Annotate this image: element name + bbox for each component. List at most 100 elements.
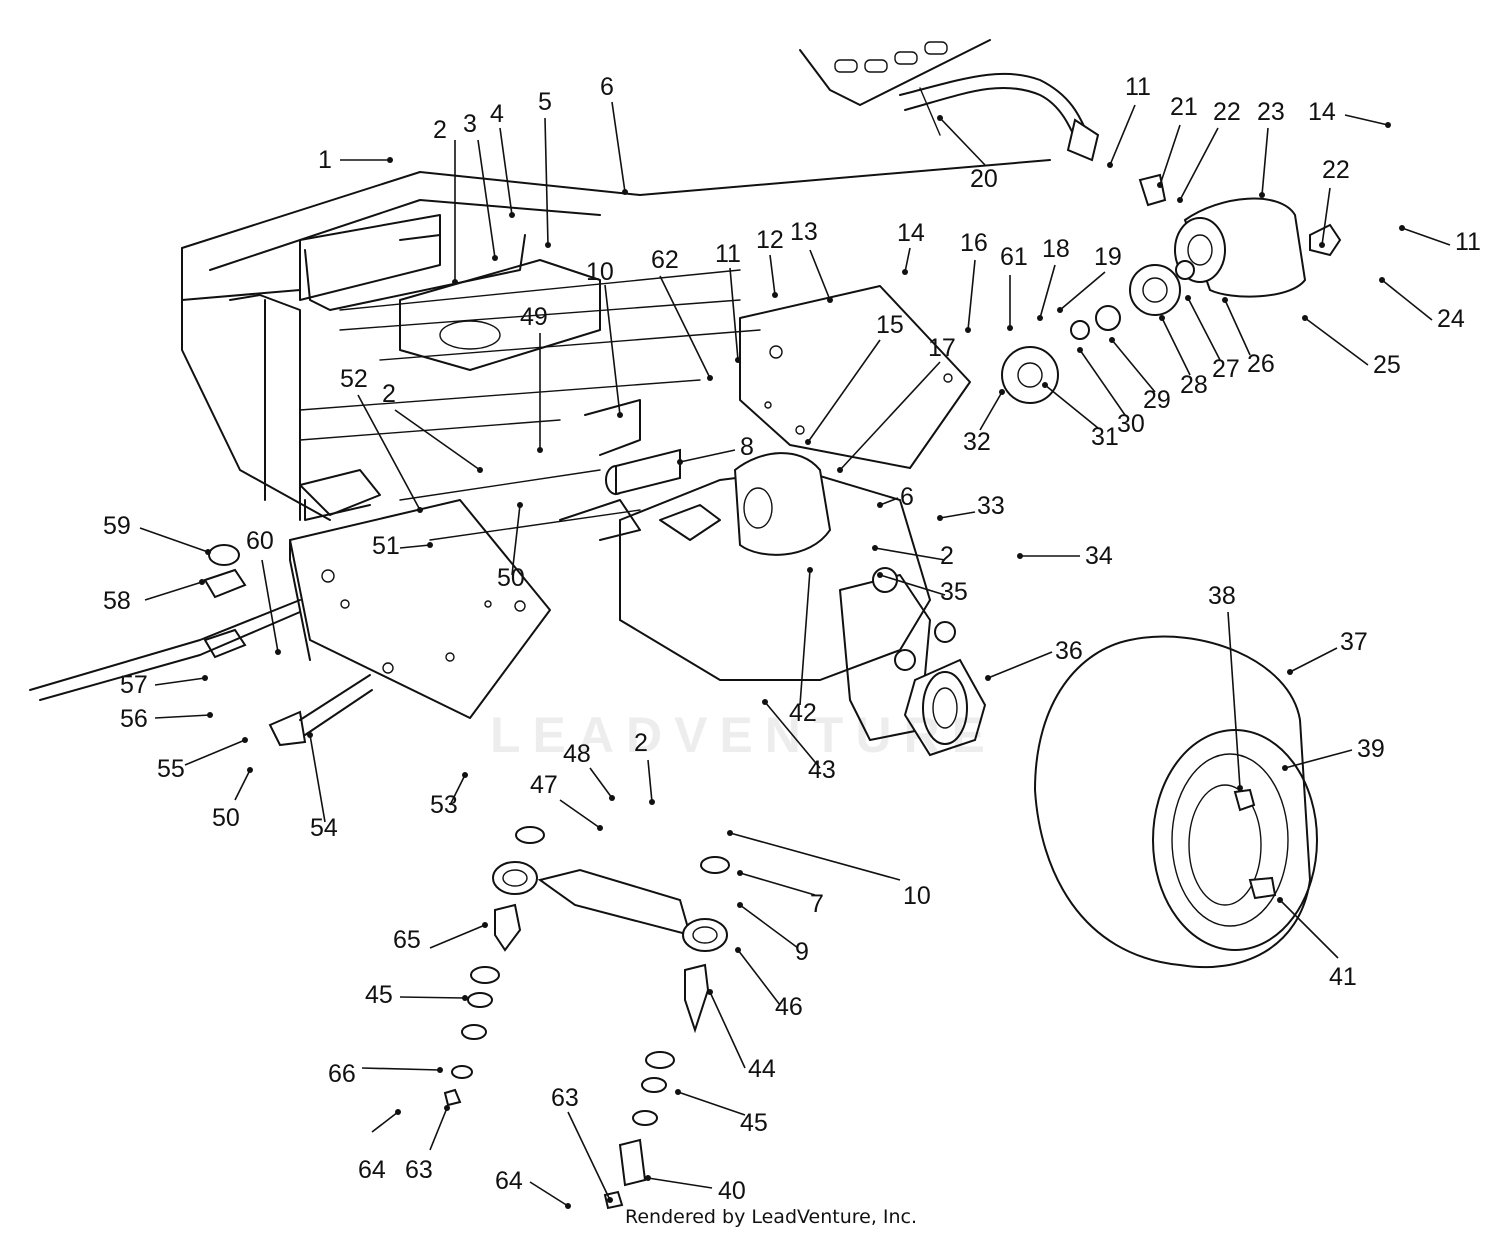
leader-line <box>1344 114 1389 126</box>
leader-line <box>589 767 613 799</box>
leader-line <box>1227 611 1241 789</box>
callout-label: 26 <box>1247 350 1275 378</box>
leader-line <box>477 139 496 259</box>
leader-line <box>879 574 946 596</box>
right-mount-plate <box>739 285 971 469</box>
leader-line <box>904 247 911 273</box>
leader-dot <box>1237 785 1243 791</box>
callout-label: 40 <box>718 1177 746 1205</box>
callout-label: 39 <box>1357 735 1385 763</box>
leader-dot <box>735 357 741 363</box>
callout-label: 14 <box>1308 98 1336 126</box>
callout-label: 25 <box>1373 351 1401 379</box>
leader-line <box>371 1111 399 1133</box>
callout-label: 57 <box>120 671 148 699</box>
leader-dot <box>1259 192 1265 198</box>
callout-label: 1 <box>318 146 332 174</box>
leader-dot <box>1177 197 1183 203</box>
leader-dot <box>999 389 1005 395</box>
leader-line <box>809 249 831 301</box>
callout-label: 50 <box>497 564 525 592</box>
leader-line <box>511 504 521 576</box>
leader-line <box>939 117 986 166</box>
callout-label: 10 <box>903 882 931 910</box>
callout-label: 11 <box>1455 228 1481 256</box>
leader-dot <box>622 189 628 195</box>
callout-label: 51 <box>372 532 400 560</box>
watermark: LEADVENTURE <box>490 707 998 763</box>
callout-label: 12 <box>756 226 784 254</box>
callout-label: 14 <box>897 219 925 247</box>
leader-line <box>839 361 941 471</box>
leader-dot <box>707 989 713 995</box>
callout-label: 29 <box>1143 386 1171 414</box>
callout-label: 9 <box>795 938 809 966</box>
leader-dot <box>877 572 883 578</box>
leader-dot <box>1302 315 1308 321</box>
leader-lines <box>139 101 1451 1209</box>
leader-line <box>679 449 736 463</box>
leader-line <box>309 734 326 823</box>
leader-line <box>939 511 976 519</box>
leader-dot <box>597 825 603 831</box>
callout-label: 11 <box>1125 73 1151 101</box>
leader-dot <box>387 157 393 163</box>
leader-line <box>234 769 251 801</box>
callout-label: 2 <box>382 380 396 408</box>
callout-label: 27 <box>1212 355 1240 383</box>
callout-label: 10 <box>586 258 614 286</box>
leader-dot <box>805 439 811 445</box>
leader-line <box>394 409 481 471</box>
leader-dot <box>509 212 515 218</box>
transaxle-housing <box>559 399 987 757</box>
callout-label: 64 <box>358 1156 386 1184</box>
leader-dot <box>307 732 313 738</box>
callout-label: 2 <box>634 729 648 757</box>
leader-dot <box>617 412 623 418</box>
leader-dot <box>482 922 488 928</box>
leader-line <box>1224 299 1251 356</box>
callout-label: 44 <box>748 1055 776 1083</box>
callout-label: 64 <box>495 1167 523 1195</box>
callout-label: 58 <box>103 587 131 615</box>
callout-label: 24 <box>1437 305 1465 333</box>
callout-label: 4 <box>490 100 504 128</box>
callout-label: 48 <box>563 740 591 768</box>
leader-dot <box>937 515 943 521</box>
leader-dot <box>675 1089 681 1095</box>
leader-dot <box>965 327 971 333</box>
callout-label: 53 <box>430 791 458 819</box>
callout-label: 18 <box>1042 235 1070 263</box>
leader-dot <box>452 279 458 285</box>
leader-dot <box>199 579 205 585</box>
callout-label: 45 <box>740 1109 768 1137</box>
callout-label: 35 <box>940 578 968 606</box>
frame-rails <box>181 159 1051 541</box>
leader-dot <box>1107 162 1113 168</box>
leader-line <box>1289 647 1338 673</box>
callout-label: 22 <box>1213 98 1241 126</box>
leader-dot <box>607 1197 613 1203</box>
leader-line <box>1044 384 1099 429</box>
leader-line <box>729 832 901 881</box>
leader-line <box>874 547 946 561</box>
leader-line <box>677 1091 746 1116</box>
callout-label: 11 <box>715 240 741 268</box>
leader-line <box>139 527 209 553</box>
callout-labels: 1 2 3 4 5 6 20 11 21 22 23 14 22 11 24 2… <box>103 73 1481 1205</box>
hydraulic-motor <box>1001 173 1342 404</box>
leader-dot <box>872 545 878 551</box>
leader-line <box>1381 279 1433 321</box>
leader-line <box>1279 899 1339 959</box>
leader-dot <box>537 447 543 453</box>
leader-dot <box>1037 315 1043 321</box>
leader-dot <box>207 712 213 718</box>
callout-label: 21 <box>1170 93 1198 121</box>
leader-line <box>1159 124 1181 186</box>
leader-line <box>399 996 466 999</box>
leader-line <box>144 581 203 601</box>
callout-label: 33 <box>977 492 1005 520</box>
leader-line <box>967 259 976 331</box>
leader-dot <box>772 292 778 298</box>
leader-dot <box>902 269 908 275</box>
